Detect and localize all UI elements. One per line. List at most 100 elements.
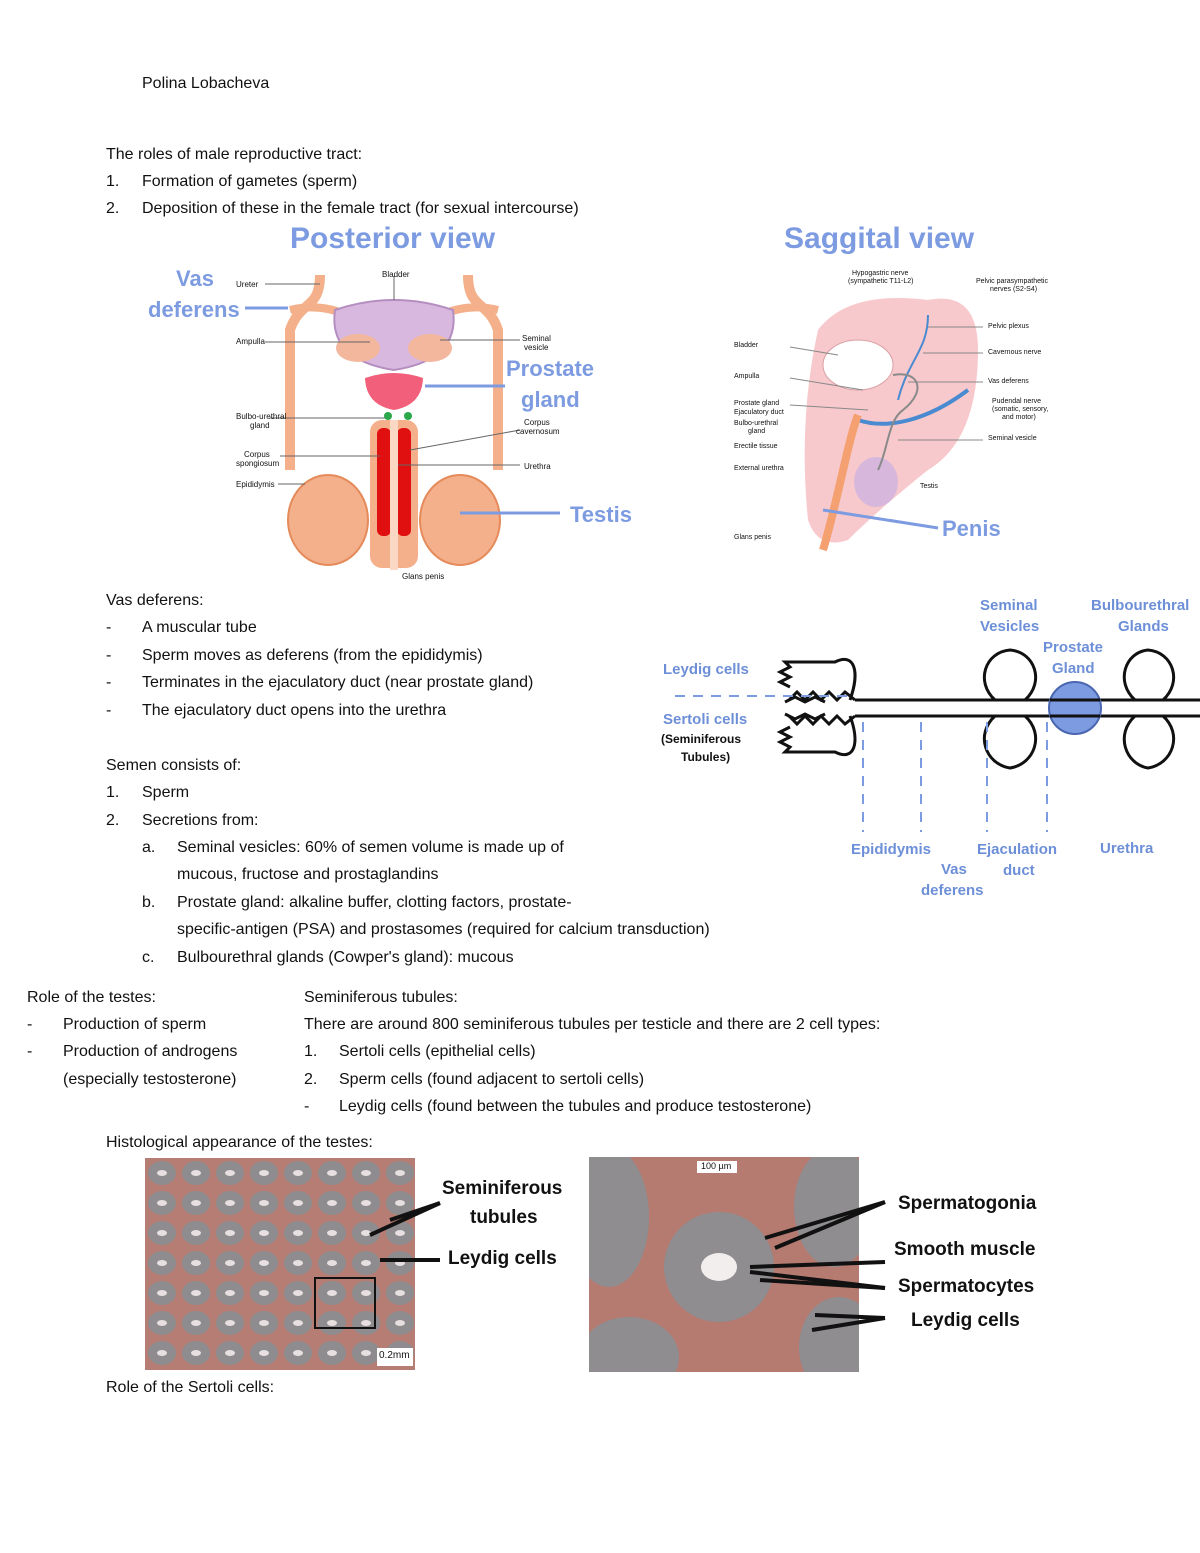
low-mag-scale-label: 0.2mm: [379, 1350, 410, 1361]
list-item-cont: (especially testosterone): [63, 1071, 237, 1088]
pudendal-label-2: (somatic, sensory,: [992, 406, 1049, 413]
testis-label: Testis: [570, 502, 632, 527]
spermatocytes-label: Spermatocytes: [898, 1276, 1035, 1297]
pelvic-para-label-1: Pelvic parasympathetic: [976, 278, 1048, 285]
ejaculation-duct-label-2: duct: [1003, 862, 1035, 879]
bulbourethral-glands-label-2: Glands: [1118, 618, 1169, 635]
list-marker: 2.: [106, 200, 120, 217]
corpus-cavernosum-label-1: Corpus: [524, 418, 550, 427]
list-marker: -: [304, 1098, 310, 1115]
glans-penis-label: Glans penis: [402, 572, 445, 581]
sub-list-item-cont: mucous, fructose and prostaglandins: [177, 866, 439, 883]
leydig-cells-hist-label-right: Leydig cells: [911, 1310, 1020, 1331]
list-item: Deposition of these in the female tract …: [142, 200, 579, 217]
leydig-cells-hist-label: Leydig cells: [448, 1248, 557, 1269]
list-marker: -: [27, 1043, 33, 1060]
corpus-spongiosum-label-1: Corpus: [244, 450, 270, 459]
sub-list-item-cont: specific-antigen (PSA) and prostasomes (…: [177, 921, 710, 938]
sub-list-marker: a.: [142, 839, 156, 856]
list-item: Sperm cells (found adjacent to sertoli c…: [339, 1071, 645, 1088]
urethra-label: Urethra: [1100, 840, 1154, 857]
sub-list-item: Seminal vesicles: 60% of semen volume is…: [177, 839, 564, 856]
erectile-tissue-label: Erectile tissue: [734, 443, 778, 450]
pudendal-label-1: Pudendal nerve: [992, 398, 1042, 405]
glans-penis-small-label: Glans penis: [734, 534, 771, 541]
list-marker: -: [106, 647, 112, 664]
histology-image-high-mag: 100 µm: [589, 1157, 859, 1372]
bladder-small-label: Bladder: [734, 342, 759, 349]
list-item: Production of sperm: [63, 1016, 207, 1033]
seminiferous-tubules-label-2: Tubules): [681, 750, 731, 764]
posterior-view-figure: Posterior view Vas deferens Prostate gla…: [140, 220, 640, 590]
prostate-gland-label-1: Prostate: [1043, 639, 1104, 656]
duct-diagram-drawing: [675, 648, 1200, 832]
seminiferous-tubules-hist-label-2: tubules: [470, 1207, 538, 1228]
testes-heading: Role of the testes:: [27, 989, 156, 1006]
ampulla-label: Ampulla: [236, 337, 265, 346]
list-marker: -: [27, 1016, 33, 1033]
corpus-spongiosum-label-2: spongiosum: [236, 459, 280, 468]
author-name: Polina Lobacheva: [142, 75, 270, 92]
vas-deferens-label-1: Vas: [941, 861, 967, 878]
list-marker: 2.: [304, 1071, 318, 1088]
corpus-cavernosum-label-2: cavernosum: [516, 427, 560, 436]
spermatogonia-label: Spermatogonia: [898, 1193, 1037, 1214]
sub-list-marker: c.: [142, 949, 155, 966]
list-item: Production of androgens: [63, 1043, 238, 1060]
high-mag-tissue-drawing: [589, 1157, 859, 1372]
ejaculation-duct-label-1: Ejaculation: [977, 841, 1058, 858]
posterior-view-title: Posterior view: [290, 222, 496, 255]
list-marker: 1.: [106, 784, 120, 801]
prostate-gland-label-2: Gland: [1052, 660, 1095, 677]
seminiferous-intro: There are around 800 seminiferous tubule…: [304, 1016, 881, 1033]
pelvic-plexus-label: Pelvic plexus: [988, 323, 1029, 330]
ampulla-label: Ampulla: [734, 373, 760, 380]
list-item: Leydig cells (found between the tubules …: [339, 1098, 812, 1115]
saggital-view-title: Saggital view: [784, 222, 975, 255]
gland-label: gland: [521, 387, 580, 412]
bulbourethral-small-label-1: Bulbo-urethral: [734, 420, 778, 427]
list-marker: 1.: [106, 173, 120, 190]
prostate-label: Prostate: [506, 356, 595, 381]
bulbourethral-small-label-2: gland: [748, 428, 766, 435]
seminal-vesicle-label-1: Seminal: [522, 334, 551, 343]
seminal-vesicles-label-2: Vesicles: [980, 618, 1040, 635]
sub-list-marker: b.: [142, 894, 156, 911]
list-item: Formation of gametes (sperm): [142, 173, 358, 190]
bulbourethral-label-2: gland: [250, 421, 270, 430]
penis-label: Penis: [942, 516, 1001, 541]
saggital-view-figure: Saggital view Penis Hypogastric nerve (s…: [728, 220, 1088, 570]
sub-list-item: Prostate gland: alkaline buffer, clottin…: [177, 894, 572, 911]
semen-heading: Semen consists of:: [106, 757, 242, 774]
sertoli-heading: Role of the Sertoli cells:: [106, 1379, 275, 1396]
list-item: Sperm moves as deferens (from the epidid…: [142, 647, 483, 664]
epididymis-label: Epididymis: [851, 841, 932, 858]
list-marker: -: [106, 619, 112, 636]
list-marker: 1.: [304, 1043, 318, 1060]
external-urethra-label: External urethra: [734, 465, 784, 472]
seminal-vesicle-label-2: vesicle: [524, 343, 549, 352]
leydig-cells-label: Leydig cells: [663, 661, 749, 678]
intro-heading: The roles of male reproductive tract:: [106, 146, 363, 163]
list-item: The ejaculatory duct opens into the uret…: [142, 702, 447, 719]
list-marker: -: [106, 674, 112, 691]
high-mag-pointer-lines: [749, 1200, 886, 1332]
cavernous-nerve-label: Cavernous nerve: [988, 349, 1042, 356]
list-marker: 2.: [106, 812, 120, 829]
epididymis-small-label: Epididymis: [236, 480, 275, 489]
vas-deferens-label-2: deferens: [921, 882, 984, 899]
vas-deferens-heading: Vas deferens:: [106, 592, 204, 609]
low-mag-pointer-lines: [369, 1201, 441, 1262]
smooth-muscle-label: Smooth muscle: [894, 1239, 1036, 1260]
sertoli-cells-label: Sertoli cells: [663, 711, 748, 728]
testis-small-label: Testis: [920, 483, 938, 490]
seminiferous-tubules-hist-label-1: Seminiferous: [442, 1178, 563, 1199]
duct-diagram: Seminal Vesicles Bulbourethral Glands Pr…: [655, 592, 1200, 912]
prostate-small-label: Prostate gland: [734, 400, 780, 407]
sub-list-item: Bulbourethral glands (Cowper's gland): m…: [177, 949, 514, 966]
list-item: A muscular tube: [142, 619, 257, 636]
posterior-anatomy-drawing: [245, 274, 560, 570]
histology-heading: Histological appearance of the testes:: [106, 1134, 373, 1151]
bulbourethral-glands-label-1: Bulbourethral: [1091, 597, 1190, 614]
list-item: Sperm: [142, 784, 190, 801]
